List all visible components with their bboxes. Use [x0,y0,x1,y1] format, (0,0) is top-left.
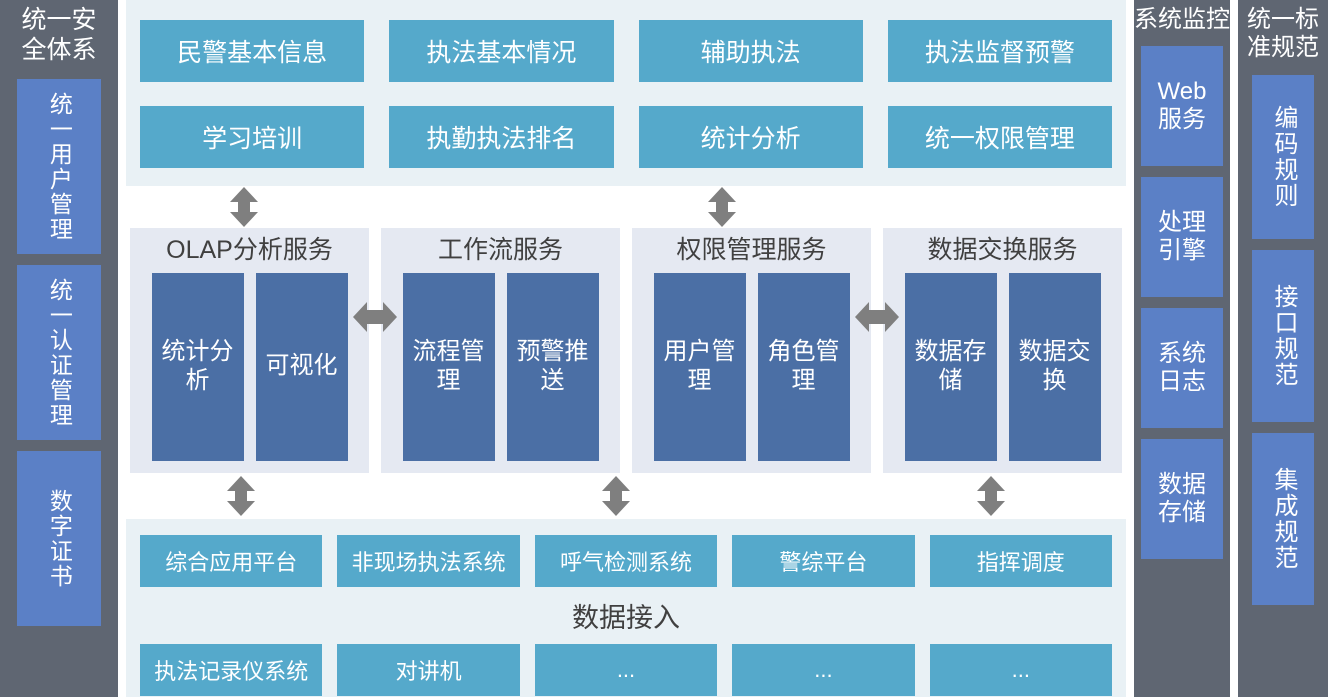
service-panel-data-exchange: 数据交换服务 数据存储 数据交换 [883,228,1122,473]
data-access-row-secondary: 执法记录仪系统 对讲机 ... ... ... [140,644,1112,696]
data-box-offsite-enforcement-system[interactable]: 非现场执法系统 [337,535,520,587]
service-box-alert-push[interactable]: 预警推送 [506,272,599,461]
standard-box-label: 接口规范 [1270,283,1297,388]
data-box-more-1[interactable]: ... [534,644,718,696]
service-panel-title: OLAP分析服务 [166,236,333,264]
monitor-box-label-line2: 服务 [1158,106,1206,134]
system-monitor-column: 系统监控 Web 服务 处理 引擎 系统 日志 数据 存储 [1134,0,1230,697]
service-box-statistical-analysis[interactable]: 统计分析 [151,272,244,461]
app-box-statistical-analysis[interactable]: 统计分析 [638,106,863,168]
application-layer-grid: 民警基本信息 执法基本情况 辅助执法 执法监督预警 学习培训 执勤执法排名 统计… [140,20,1112,168]
standard-box-label: 编码规则 [1270,104,1297,209]
data-box-law-enforcement-recorder-system[interactable]: 执法记录仪系统 [140,644,323,696]
standard-box-coding-rules[interactable]: 编码规则 [1252,74,1314,239]
monitor-box-label-line1: 数据 [1158,470,1206,498]
left-column-gap [118,0,126,697]
horizontal-double-arrow-icon [353,300,397,334]
horizontal-double-arrow-icon [855,300,899,334]
data-box-more-3[interactable]: ... [929,644,1112,696]
monitor-box-label-line1: 系统 [1158,339,1206,367]
security-box-user-management[interactable]: 统一用户管理 [17,79,101,254]
service-panel-title: 权限管理服务 [676,236,827,264]
monitor-box-data-storage[interactable]: 数据 存储 [1141,439,1223,560]
app-box-unified-permission-management[interactable]: 统一权限管理 [887,106,1112,168]
system-monitor-title: 系统监控 [1134,6,1230,33]
vertical-double-arrow-icon [601,476,631,516]
service-panel-title: 数据交换服务 [927,236,1078,264]
monitor-box-system-log[interactable]: 系统 日志 [1141,308,1223,429]
data-box-integrated-application-platform[interactable]: 综合应用平台 [140,535,323,587]
app-box-learning-training[interactable]: 学习培训 [140,106,365,168]
service-panel-permission: 权限管理服务 用户管理 角色管理 [632,228,871,473]
service-box-data-exchange[interactable]: 数据交换 [1008,272,1101,461]
monitor-column-gap [1126,0,1134,697]
service-data-connector-gap [126,473,1126,519]
service-layer-row: OLAP分析服务 统计分析 可视化 工作流服务 流程管理 预警推送 [126,228,1126,473]
service-box-visualization[interactable]: 可视化 [255,272,348,461]
service-panel-children: 数据存储 数据交换 [893,272,1112,461]
security-box-auth-management[interactable]: 统一认证管理 [17,265,101,440]
service-connector-1 [353,228,397,473]
security-box-label: 统一用户管理 [46,91,73,242]
service-panel-children: 流程管理 预警推送 [391,272,610,461]
security-box-label: 统一认证管理 [46,277,73,428]
monitor-box-label-line1: 处理 [1158,208,1206,236]
monitor-box-label-line1: Web [1157,77,1207,105]
application-layer-panel: 民警基本信息 执法基本情况 辅助执法 执法监督预警 学习培训 执勤执法排名 统计… [126,0,1126,186]
data-box-breath-test-system[interactable]: 呼气检测系统 [534,535,718,587]
center-stack: 民警基本信息 执法基本情况 辅助执法 执法监督预警 学习培训 执勤执法排名 统计… [126,0,1126,697]
security-system-title: 统一安全体系 [21,6,97,64]
security-system-column: 统一安全体系 统一用户管理 统一认证管理 数字证书 [0,0,118,697]
data-access-row-primary: 综合应用平台 非现场执法系统 呼气检测系统 警综平台 指挥调度 [140,535,1112,587]
service-connector-3 [855,228,899,473]
vertical-double-arrow-icon [976,476,1006,516]
monitor-box-label-line2: 日志 [1158,368,1206,396]
service-panel-workflow: 工作流服务 流程管理 预警推送 [381,228,620,473]
monitor-box-label-line2: 引擎 [1158,237,1206,265]
standard-box-label: 集成规范 [1270,466,1297,571]
data-access-caption: 数据接入 [572,603,680,633]
standard-box-interface-spec[interactable]: 接口规范 [1252,249,1314,422]
vertical-double-arrow-icon [707,187,737,227]
app-box-enforcement-supervision-alert[interactable]: 执法监督预警 [887,20,1112,82]
standard-box-integration-spec[interactable]: 集成规范 [1252,432,1314,605]
unified-standard-column: 统一标准规范 编码规则 接口规范 集成规范 [1238,0,1328,697]
app-box-duty-enforcement-ranking[interactable]: 执勤执法排名 [389,106,614,168]
app-box-enforcement-basic-status[interactable]: 执法基本情况 [389,20,614,82]
service-box-role-management[interactable]: 角色管理 [757,272,850,461]
vertical-double-arrow-icon [226,476,256,516]
security-box-label: 数字证书 [46,488,73,589]
data-box-command-dispatch[interactable]: 指挥调度 [929,535,1112,587]
unified-standard-title: 统一标准规范 [1247,6,1319,62]
service-panel-children: 用户管理 角色管理 [642,272,861,461]
monitor-box-label-line2: 存储 [1158,499,1206,527]
data-access-layer-panel: 综合应用平台 非现场执法系统 呼气检测系统 警综平台 指挥调度 数据接入 执法记… [126,519,1126,697]
service-box-user-management[interactable]: 用户管理 [653,272,746,461]
service-box-process-management[interactable]: 流程管理 [402,272,495,461]
security-box-digital-certificate[interactable]: 数字证书 [17,451,101,626]
app-box-police-basic-info[interactable]: 民警基本信息 [140,20,365,82]
app-box-assisted-enforcement[interactable]: 辅助执法 [638,20,863,82]
service-box-data-storage[interactable]: 数据存储 [904,272,997,461]
vertical-double-arrow-icon [229,187,259,227]
service-panel-title: 工作流服务 [437,236,563,264]
service-panel-children: 统计分析 可视化 [140,272,359,461]
standard-column-gap [1230,0,1238,697]
data-box-police-integrated-platform[interactable]: 警综平台 [732,535,915,587]
monitor-box-processing-engine[interactable]: 处理 引擎 [1141,177,1223,298]
service-panel-olap: OLAP分析服务 统计分析 可视化 [130,228,369,473]
data-box-intercom[interactable]: 对讲机 [337,644,520,696]
service-connector-2 [620,228,632,473]
application-service-connector-gap [126,186,1126,228]
data-box-more-2[interactable]: ... [732,644,915,696]
monitor-box-web-service[interactable]: Web 服务 [1141,46,1223,167]
